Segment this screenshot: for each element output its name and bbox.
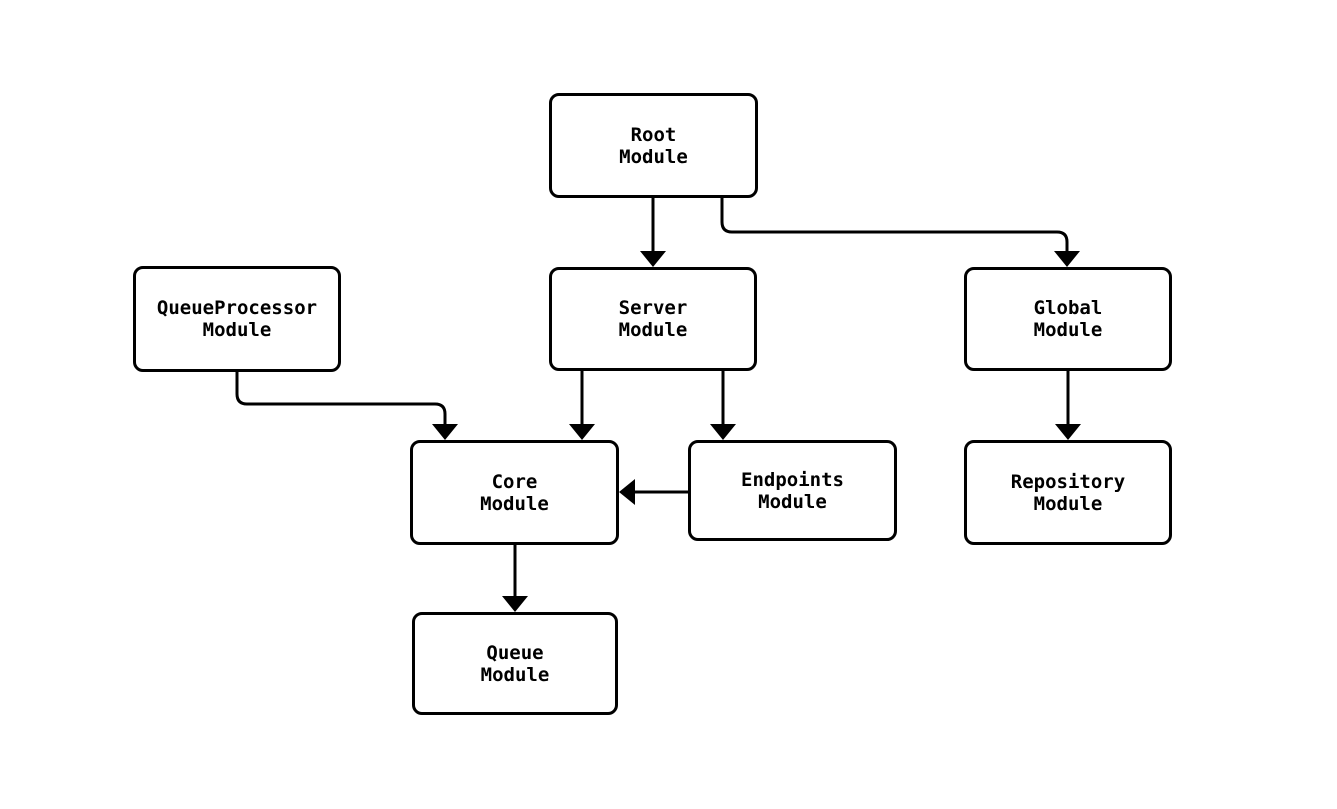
edge-queueprocessor-to-core [235,372,458,440]
arrowhead-icon [502,596,528,612]
node-queue-module: Queue Module [412,612,618,715]
node-label-line: Endpoints [741,468,844,491]
arrowhead-icon [569,424,595,440]
node-label-line: Module [758,490,827,513]
node-endpoints-module: Endpoints Module [688,440,897,541]
node-label-line: Root [630,123,677,146]
edge-core-to-queue [502,545,528,612]
node-repository-module: Repository Module [964,440,1172,545]
edge-global-to-repository [1055,371,1081,440]
edge-root-to-server [640,198,666,267]
arrowhead-icon [710,424,736,440]
node-label-line: QueueProcessor [156,297,318,319]
node-label-line: Server [618,297,688,319]
node-label-line: Module [1033,492,1103,515]
arrowhead-icon [640,251,666,267]
edge-endpoints-to-core [619,479,688,505]
edge-root-to-global [720,198,1080,267]
arrowhead-icon [1055,424,1081,440]
arrowhead-icon [432,424,458,440]
node-core-module: Core Module [410,440,619,545]
node-label-line: Module [480,492,549,515]
arrowhead-icon [1054,251,1080,267]
node-root-module: Root Module [549,93,758,198]
arrowhead-icon [619,479,635,505]
edge-server-to-endpoints [710,371,736,440]
node-server-module: Server Module [549,267,757,371]
node-label-line: Module [480,663,550,686]
node-label-line: Module [618,319,688,341]
node-global-module: Global Module [964,267,1172,371]
node-label-line: Repository [1010,470,1126,493]
node-label-line: Module [619,145,688,168]
node-queueprocessor-module: QueueProcessor Module [133,266,341,372]
node-label-line: Global [1033,297,1103,319]
node-label-line: Queue [486,641,544,664]
node-label-line: Module [1033,319,1103,341]
node-label-line: Module [202,319,272,341]
edge-server-to-core [569,371,595,440]
node-label-line: Core [491,470,538,493]
